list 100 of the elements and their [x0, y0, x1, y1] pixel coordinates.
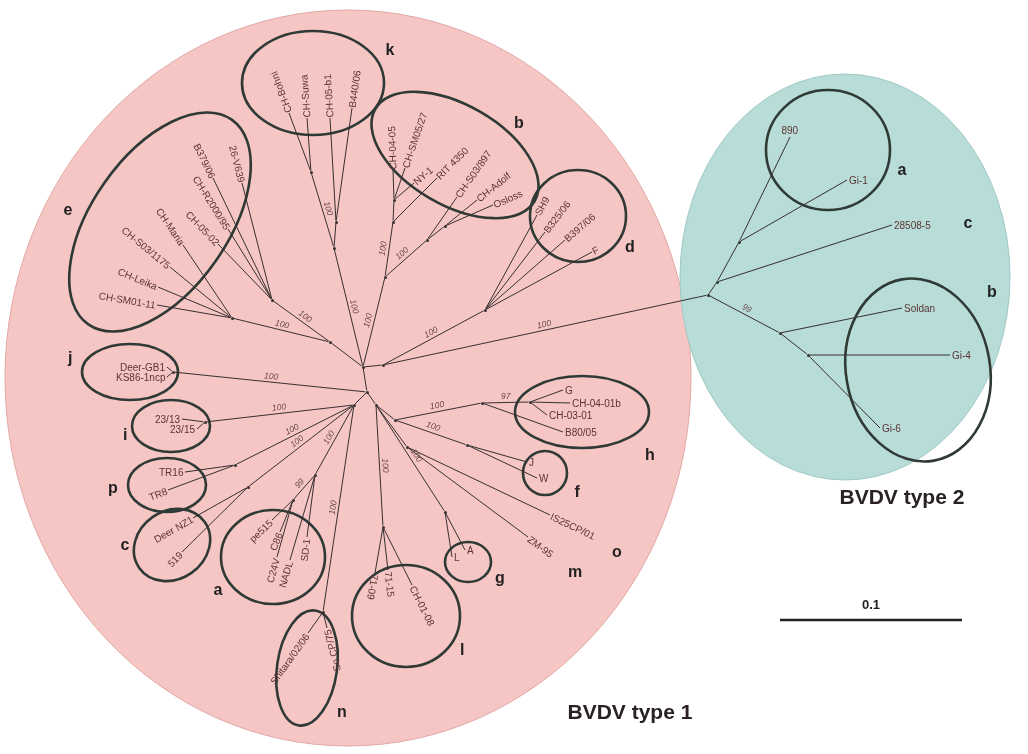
tree-branch [322, 406, 355, 611]
strain-label: B80/05 [565, 426, 597, 438]
tree-branch [362, 368, 368, 391]
strain-label: Soldan [904, 302, 936, 314]
tree-branch [445, 204, 494, 226]
tree-branch [395, 420, 467, 445]
bootstrap-value: 99 [293, 477, 307, 491]
strain-label: 23/13 [155, 413, 181, 425]
tree-branch [184, 464, 234, 473]
tree-branch [335, 107, 353, 221]
tree-branch [485, 239, 566, 310]
tree-branch [531, 401, 571, 404]
branch-point [465, 443, 469, 447]
tree-branch [227, 228, 272, 300]
tree-branch [392, 201, 395, 221]
tree-branch [307, 612, 323, 634]
tree-branch [232, 317, 330, 343]
branch-point [246, 485, 250, 489]
strain-label: KS86-1ncp [116, 371, 166, 383]
branch-point [383, 275, 387, 279]
tree-branch [276, 500, 294, 558]
tree-branch [392, 169, 395, 199]
clade-letter: d [625, 238, 635, 256]
tree-branch [182, 244, 232, 318]
branch-point [365, 390, 369, 394]
branch-point [528, 400, 532, 404]
tree-branch [467, 444, 528, 463]
tree-branch [364, 364, 382, 368]
strain-label: CH-SM01-11 [97, 289, 157, 311]
tree-branch [376, 405, 407, 447]
bootstrap-value: 100 [424, 420, 442, 434]
branch-point [171, 370, 175, 374]
branch-point [443, 510, 447, 514]
clade-letter: n [337, 703, 347, 721]
branch-point [334, 220, 338, 224]
clade-letter: c [120, 536, 130, 554]
tree-branch [530, 389, 564, 402]
strain-label: Gi-6 [882, 422, 901, 434]
bootstrap-value: 100 [362, 312, 375, 329]
branch-point [443, 224, 447, 228]
branch-point [393, 418, 397, 422]
strain-label: So CP/75 [321, 627, 343, 672]
tree-branch [394, 182, 415, 200]
strain-label: F [590, 243, 601, 257]
bootstrap-value: 100 [380, 458, 391, 473]
strain-label: Deer-GB1 [120, 361, 165, 373]
clade-letter: h [645, 446, 655, 464]
strain-label: 28508-5 [894, 219, 931, 231]
tree-branch [708, 282, 717, 295]
branch-point [291, 498, 295, 502]
clade-letter: a [213, 581, 223, 599]
bootstrap-value: 100 [408, 446, 424, 464]
clade-letter: a [897, 161, 907, 179]
branch-point [480, 401, 484, 405]
tree-branch [485, 251, 593, 310]
branch-point [332, 246, 336, 250]
strain-label: L [454, 551, 460, 563]
tree-branch [483, 401, 529, 404]
branch-point [483, 308, 487, 312]
strain-label: CH-05-b1 [321, 73, 336, 118]
tree-branch [394, 167, 406, 200]
strain-label: G [565, 384, 573, 396]
branch-point [309, 170, 313, 174]
tree-branch [192, 487, 248, 519]
strain-label: Deer NZ1 [151, 513, 196, 545]
strain-label: 519 [165, 549, 185, 569]
tree-branch [383, 310, 485, 365]
tree-branch [181, 418, 204, 423]
tree-branch [315, 405, 354, 475]
strain-label: 23/15 [170, 423, 196, 435]
clade-letter: l [460, 641, 465, 659]
tree-branch [427, 226, 445, 240]
branch-point [361, 365, 365, 369]
branch-point [352, 403, 356, 407]
bootstrap-value: 100 [271, 402, 287, 413]
branch-point [706, 293, 710, 297]
strain-label: CH-04-01b [572, 397, 621, 409]
bootstrap-value: 100 [321, 200, 335, 217]
bootstrap-value: 100 [274, 318, 291, 331]
tree-branch [393, 177, 438, 222]
tree-branch [485, 231, 546, 310]
tree-branch [383, 294, 708, 366]
strain-label: TR8 [147, 485, 169, 503]
strain-label: CH-04-05 [386, 125, 399, 170]
tree-branch [485, 214, 538, 310]
tree-branch [467, 445, 538, 479]
branch-point [374, 403, 378, 407]
tree-branch [306, 476, 316, 538]
tree-branch [530, 402, 548, 416]
branch-point [425, 238, 429, 242]
strain-label: SD-1 [298, 537, 313, 562]
tree-branch [333, 223, 337, 247]
strain-label: CH-Suwa [298, 73, 313, 118]
branch-point [203, 420, 207, 424]
bootstrap-value: 100 [429, 399, 446, 412]
tree-branch [333, 248, 364, 367]
bootstrap-value: 100 [422, 324, 440, 340]
tree-branch [310, 172, 335, 248]
clade-letter: g [495, 569, 505, 587]
tree-branch [445, 199, 478, 226]
